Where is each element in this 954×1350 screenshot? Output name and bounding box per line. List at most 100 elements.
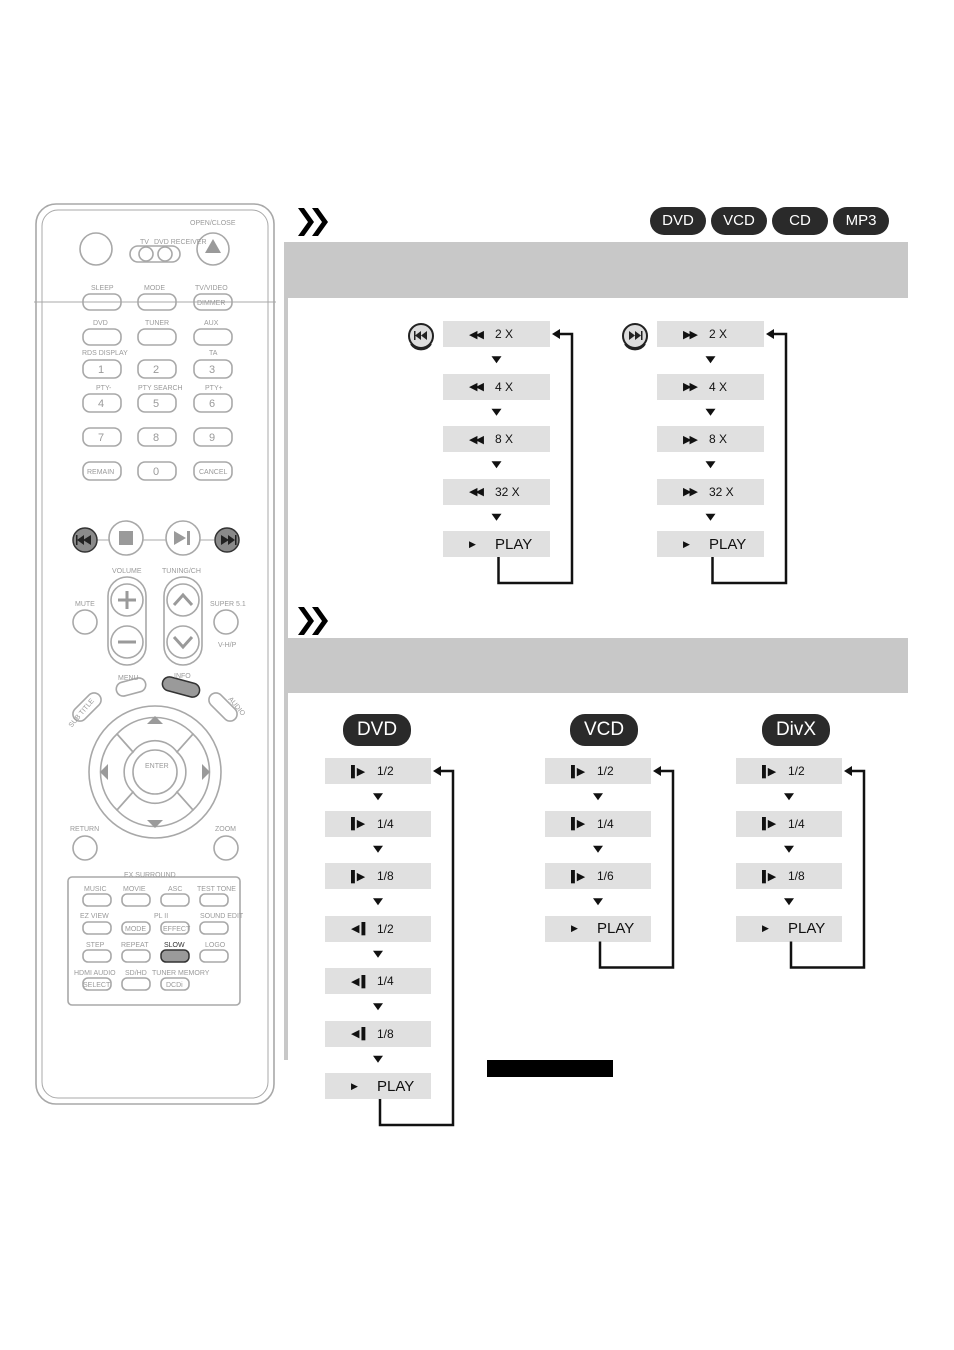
flow-step: ◀◀32 X [443, 478, 550, 505]
svg-text:VOLUME: VOLUME [112, 568, 142, 575]
svg-text:PL II: PL II [154, 913, 168, 920]
svg-text:9: 9 [209, 432, 215, 444]
svg-text:MOVIE: MOVIE [123, 886, 146, 893]
svg-text:PTY+: PTY+ [205, 385, 223, 392]
remote-control-illustration: OPEN/CLOSE TV DVD RECEIVER SLEEP MODE TV… [34, 203, 276, 1105]
svg-text:AUX: AUX [204, 320, 219, 327]
flow-step-label: 1/8 [377, 869, 394, 883]
slow-badge-dvd: DVD [343, 714, 411, 746]
flow-step: ▶▶2 X [657, 321, 764, 347]
flow-step-label: 4 X [709, 379, 728, 394]
svg-text:ZOOM: ZOOM [215, 826, 236, 833]
svg-text:SELECT: SELECT [83, 982, 111, 989]
rewind-icon: ◀◀ [469, 486, 484, 498]
svg-text:MUSIC: MUSIC [84, 886, 107, 893]
svg-text:V-H/P: V-H/P [218, 642, 237, 649]
svg-text:HDMI AUDIO: HDMI AUDIO [74, 970, 116, 977]
svg-text:MODE: MODE [125, 926, 146, 933]
flow-step-label: 2 X [709, 327, 728, 341]
svg-text:5: 5 [153, 398, 159, 410]
flow-step: ▌▶1/4 [736, 810, 842, 837]
flow-step-label: 1/8 [788, 869, 805, 883]
svg-text:STEP: STEP [86, 942, 105, 949]
down-arrow-icon [705, 513, 716, 521]
badge-vcd: VCD [711, 207, 767, 235]
down-arrow-icon [705, 461, 716, 469]
rewind-icon: ◀◀ [469, 381, 484, 393]
section-marker-icon [298, 208, 328, 236]
left-arrow-icon [433, 766, 441, 776]
fast-forward-icon: ▶▶ [683, 433, 698, 446]
svg-text:TUNING/CH: TUNING/CH [162, 568, 201, 575]
down-arrow-icon [491, 461, 502, 469]
svg-text:SLOW: SLOW [164, 942, 185, 949]
svg-text:TEST TONE: TEST TONE [197, 886, 236, 893]
svg-text:6: 6 [209, 398, 215, 410]
flow-step-label: 1/2 [788, 764, 805, 778]
flow-step-label: 1/2 [377, 921, 394, 936]
svg-text:TA: TA [209, 350, 218, 357]
flow-step-label: PLAY [495, 535, 533, 553]
loop-line [497, 332, 574, 585]
svg-text:2: 2 [153, 364, 159, 376]
loop-line [378, 769, 455, 1127]
down-arrow-icon [593, 898, 603, 906]
badge-dvd: DVD [650, 207, 706, 235]
down-arrow-icon [373, 793, 383, 801]
down-arrow-icon [373, 845, 383, 853]
slow-forward-icon: ▌▶ [762, 765, 776, 778]
fast-forward-icon: ▶▶ [683, 381, 698, 393]
flow-step-label: 1/6 [597, 869, 614, 883]
svg-text:7: 7 [98, 432, 104, 444]
down-arrow-icon [373, 1003, 383, 1011]
info-button[interactable] [161, 675, 201, 698]
flow-step: ◀▐1/8 [325, 1020, 431, 1047]
flow-step-label: 2 X [495, 327, 514, 341]
redacted-text-bar [487, 1060, 613, 1077]
flow-step: ▶▶32 X [657, 478, 764, 505]
flow-step-label: 1/2 [377, 764, 394, 778]
flow-step: ▶PLAY [443, 531, 550, 557]
svg-text:SOUND EDIT: SOUND EDIT [200, 913, 244, 920]
flow-step: ◀◀8 X [443, 426, 550, 452]
down-arrow-icon [491, 513, 502, 521]
down-arrow-icon [491, 408, 502, 416]
flow-step-label: 8 X [495, 432, 514, 446]
play-icon: ▶ [762, 923, 769, 933]
svg-text:1: 1 [98, 364, 104, 376]
svg-text:CANCEL: CANCEL [199, 469, 228, 476]
svg-text:DIMMER: DIMMER [197, 300, 225, 307]
rewind-icon: ◀◀ [469, 328, 484, 341]
flow-step: ▌▶1/4 [325, 810, 431, 837]
down-arrow-icon [373, 950, 383, 958]
down-arrow-icon [593, 793, 603, 801]
svg-text:REPEAT: REPEAT [121, 942, 149, 949]
svg-text:RDS DISPLAY: RDS DISPLAY [82, 350, 128, 357]
svg-text:SLEEP: SLEEP [91, 285, 114, 292]
svg-text:PTY SEARCH: PTY SEARCH [138, 385, 183, 392]
down-arrow-icon [784, 793, 794, 801]
flow-step-label: 32 X [709, 484, 734, 499]
svg-text:ASC: ASC [168, 886, 182, 893]
left-arrow-icon [552, 329, 560, 339]
flow-step-label: 8 X [709, 432, 728, 446]
slow-icon: ◀▐ [351, 923, 365, 935]
svg-text:EFFECT: EFFECT [163, 926, 191, 933]
flow-step-label: 1/4 [788, 816, 805, 831]
svg-text:SUPER 5.1: SUPER 5.1 [210, 601, 246, 608]
svg-text:MODE: MODE [144, 285, 165, 292]
down-arrow-icon [784, 898, 794, 906]
slow-badge-vcd: VCD [570, 714, 638, 746]
slow-button[interactable] [160, 949, 190, 963]
down-arrow-icon [705, 408, 716, 416]
flow-step-label: PLAY [597, 920, 635, 937]
play-icon: ▶ [351, 1080, 358, 1091]
flow-step-label: 1/2 [597, 764, 614, 778]
flow-step-label: 1/4 [377, 974, 394, 988]
flow-step-label: PLAY [709, 535, 747, 553]
flow-step: ▶▶ 8 X [657, 426, 764, 452]
slow-forward-icon: ▌▶ [762, 870, 776, 883]
flow-step: ▌▶ 1/2 [736, 758, 842, 784]
slow-icon: ◀▐ [351, 975, 365, 988]
